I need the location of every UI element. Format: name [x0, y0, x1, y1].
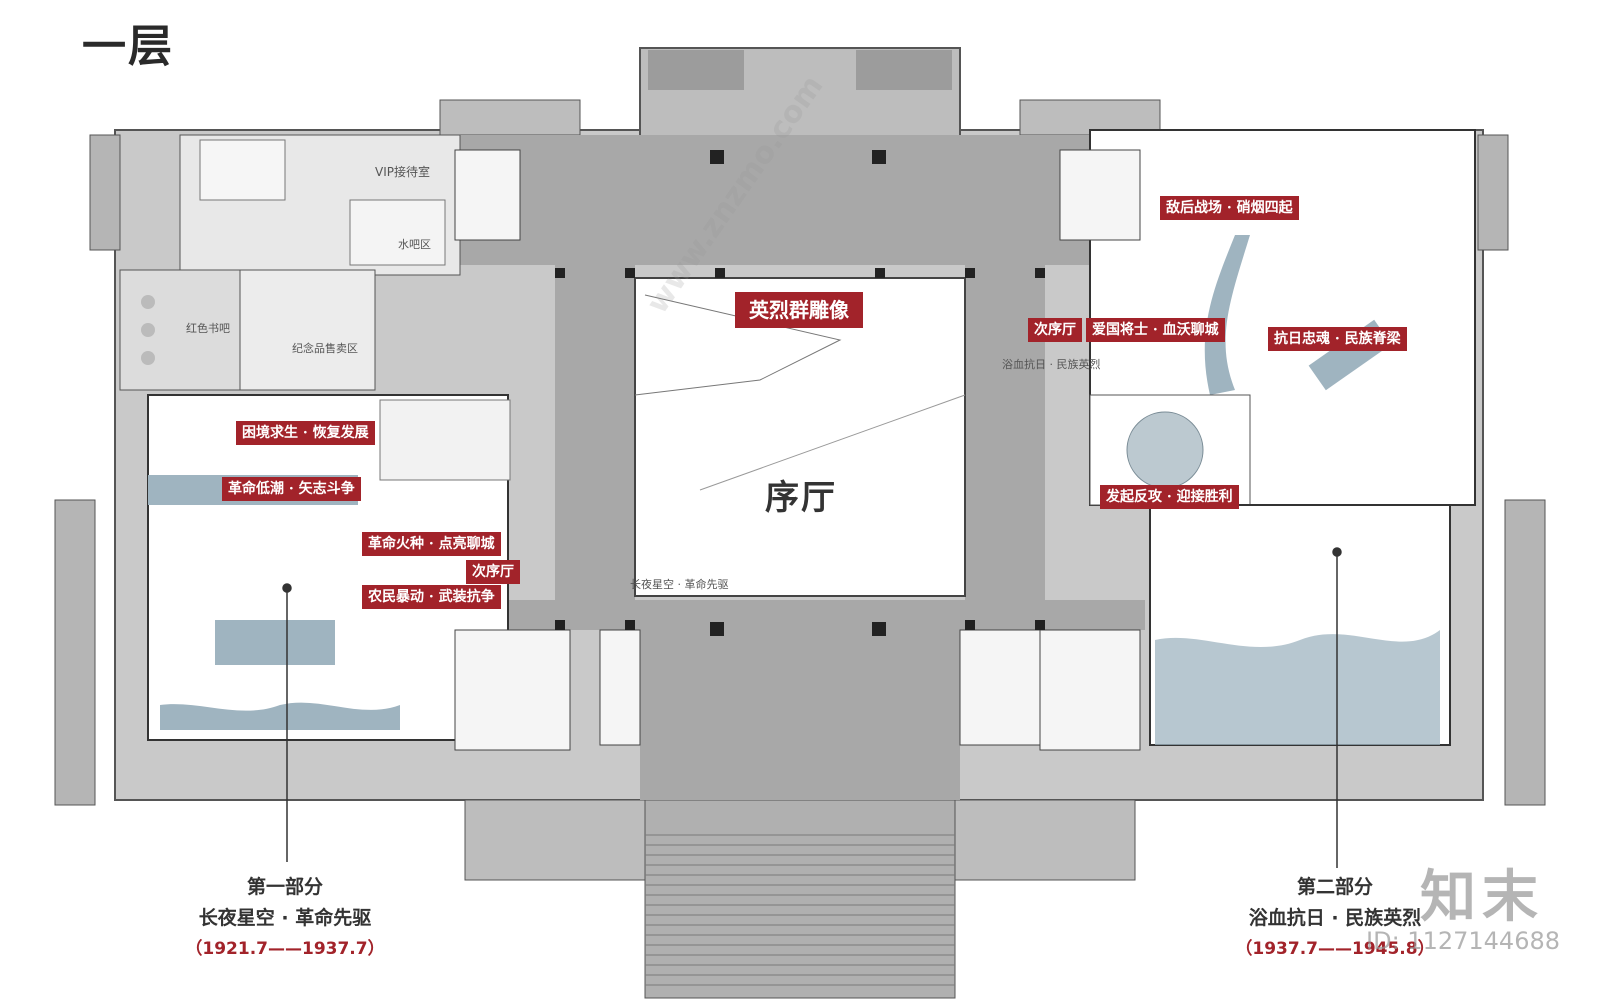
tag-low-tide: 革命低潮 · 矢志斗争 — [222, 477, 361, 501]
tag-sub-hall-right: 次序厅 — [1028, 318, 1082, 342]
watermark-id: ID: 1127144688 — [1366, 927, 1560, 955]
tag-plight: 困境求生 · 恢复发展 — [236, 421, 375, 445]
corridor-ring — [455, 135, 1145, 800]
room-souvenir: 纪念品售卖区 — [292, 342, 358, 355]
tag-behind-enemy: 敌后战场 · 硝烟四起 — [1160, 196, 1299, 220]
part-one-label: 第一部分 — [246, 876, 323, 898]
central-hall-label: 序厅 — [765, 478, 837, 518]
tag-sub-hall-left: 次序厅 — [466, 560, 520, 584]
tag-peasant-revolt: 农民暴动 · 武装抗争 — [362, 585, 501, 609]
left-upper-rooms — [119, 134, 461, 391]
part-two-title: 浴血抗日 · 民族英烈 — [1248, 907, 1422, 929]
tag-loyal-souls: 抗日忠魂 · 民族脊梁 — [1268, 327, 1407, 351]
part-two-label: 第二部分 — [1296, 876, 1373, 898]
room-water-bar: 水吧区 — [398, 238, 431, 251]
part-two-caption: 第二部分 浴血抗日 · 民族英烈 （1937.7——1945.8） — [1210, 872, 1460, 959]
tag-patriot-generals: 爱国将士 · 血沃聊城 — [1086, 318, 1225, 342]
room-corridor-left: 长夜星空 · 革命先驱 — [630, 578, 729, 591]
stair-cores — [454, 149, 1141, 751]
leader-lines — [282, 547, 1342, 868]
room-vip: VIP接待室 — [375, 165, 430, 179]
floor-title: 一层 — [82, 21, 174, 72]
part-one-title: 长夜星空 · 革命先驱 — [198, 907, 372, 929]
part-one-dates: （1921.7——1937.7） — [185, 939, 385, 959]
room-red-bookbar: 红色书吧 — [186, 322, 230, 335]
columns — [555, 150, 1045, 636]
part-two-dates: （1937.7——1945.8） — [1235, 939, 1435, 959]
watermark-logo: 知末 — [1420, 865, 1544, 930]
room-corridor-right: 浴血抗日 · 民族英烈 — [1002, 358, 1101, 371]
tag-heroes-sculpture: 英烈群雕像 — [735, 292, 863, 328]
entrance-steps — [645, 834, 955, 986]
part-one-caption: 第一部分 长夜星空 · 革命先驱 （1921.7——1937.7） — [160, 872, 410, 959]
tag-counterattack: 发起反攻 · 迎接胜利 — [1100, 485, 1239, 509]
tag-spark: 革命火种 · 点亮聊城 — [362, 532, 501, 556]
